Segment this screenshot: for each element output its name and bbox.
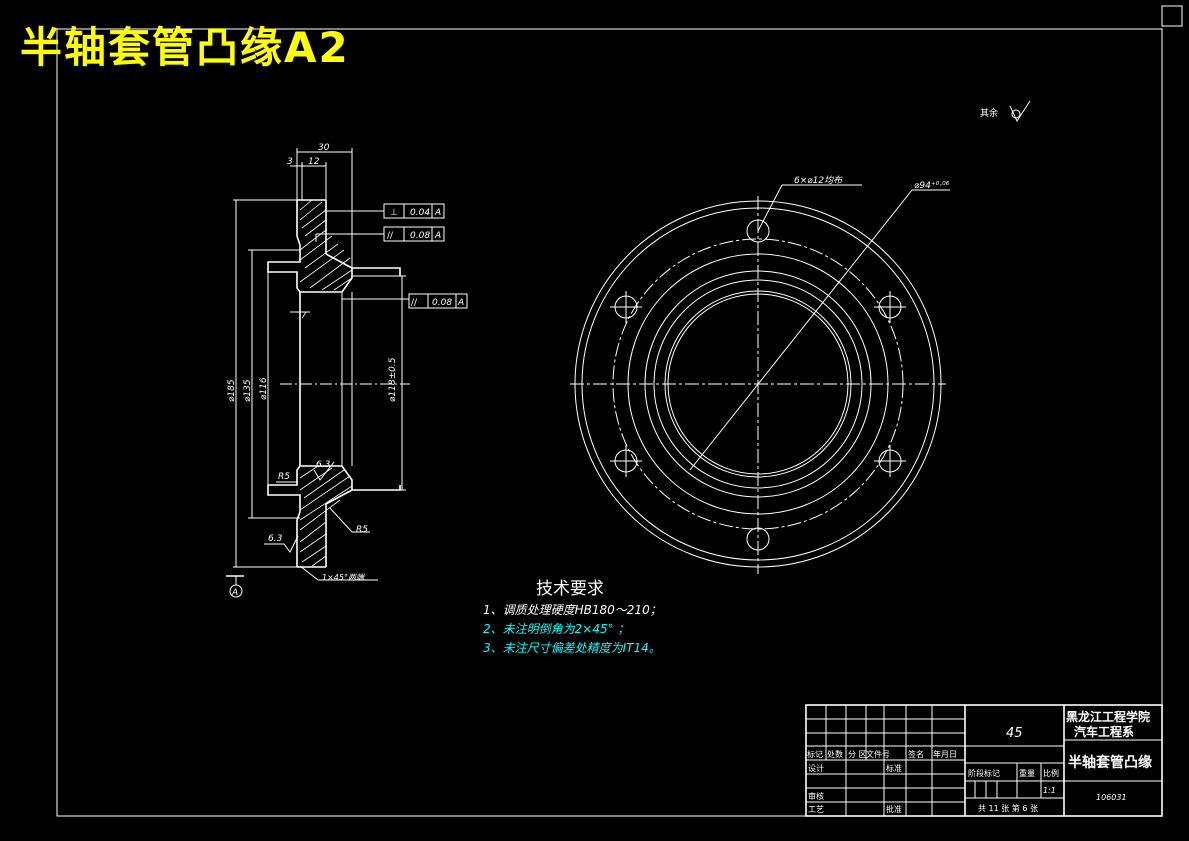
- dim-3: 3: [287, 157, 293, 167]
- svg-text:0.08: 0.08: [432, 298, 452, 308]
- svg-text:A: A: [457, 298, 464, 308]
- svg-text:重量: 重量: [1019, 768, 1035, 778]
- section-outline-bottom: [267, 465, 401, 567]
- hatch-top: [299, 199, 353, 291]
- roughness-tick-icon: [313, 461, 335, 481]
- dim-7: 7: [301, 311, 307, 321]
- svg-text:标准: 标准: [886, 763, 902, 773]
- drawing-title: 半轴套管凸缘A2: [20, 23, 350, 72]
- chamfer-note: 1×45°两端: [322, 573, 365, 582]
- dept-name: 汽车工程系: [1074, 724, 1134, 739]
- svg-text:阶段标记: 阶段标记: [968, 768, 1000, 778]
- roughness-note-label: 其余: [980, 107, 998, 119]
- svg-text:年月日: 年月日: [933, 749, 957, 759]
- svg-text:设计: 设计: [808, 763, 824, 773]
- svg-text:A: A: [434, 231, 441, 241]
- diameter-label: ⌀94⁺⁰·⁰⁶: [914, 181, 950, 191]
- svg-text:1:1: 1:1: [1043, 786, 1056, 795]
- tech-item-2: 2、未注明倒角为2×45° ；: [483, 622, 629, 636]
- section-view: 30 3 12 ⌀185 ⌀135 ⌀116 ⌀118±0.5 ⊥ 0.04 A: [226, 143, 468, 598]
- radius-r5-1: R5: [278, 472, 290, 482]
- svg-text:签名: 签名: [908, 749, 924, 759]
- roughness-note: 其余: [980, 100, 1031, 123]
- svg-text:批准: 批准: [886, 804, 902, 814]
- drawing-code: 106031: [1096, 793, 1127, 802]
- dim-12: 12: [308, 157, 320, 167]
- tech-heading: 技术要求: [536, 579, 604, 599]
- roughness-6-3-2: 6.3: [268, 534, 283, 544]
- svg-text:文件号: 文件号: [866, 749, 890, 759]
- datum-a-icon: [229, 584, 243, 598]
- dia-116: ⌀116: [259, 377, 269, 400]
- radius-r5-2: R5: [356, 525, 368, 535]
- roughness-6-3-1: 6.3: [316, 460, 331, 470]
- svg-text:标记: 标记: [807, 749, 823, 759]
- bolt-holes: [610, 219, 906, 551]
- tolerance-frame-1: ⊥ 0.04 A: [326, 203, 445, 219]
- svg-text:工艺: 工艺: [808, 805, 824, 814]
- svg-text:⊥: ⊥: [390, 208, 398, 218]
- svg-text:分 区: 分 区: [848, 750, 867, 759]
- part-name: 半轴套管凸缘: [1068, 754, 1152, 771]
- svg-text:A: A: [434, 208, 441, 218]
- tech-item-1: 1、调质处理硬度HB180～210；: [483, 603, 662, 617]
- svg-text://: //: [387, 231, 394, 241]
- tolerance-frame-2: // 0.08 A: [315, 226, 445, 242]
- hatch-bottom: [299, 465, 353, 567]
- svg-text:0.04: 0.04: [410, 208, 430, 218]
- svg-text:0.08: 0.08: [410, 231, 430, 241]
- svg-text:比例: 比例: [1043, 768, 1059, 778]
- roughness-tick-icon: [1009, 100, 1031, 123]
- section-outline-top: [267, 200, 401, 293]
- sheet-count: 共 11 张 第 6 张: [978, 803, 1038, 813]
- datum-a-label: A: [231, 588, 238, 598]
- svg-text://: //: [411, 298, 418, 308]
- dim-30: 30: [318, 143, 330, 153]
- dia-118: ⌀118±0.5: [388, 357, 398, 402]
- dia-185: ⌀185: [227, 379, 237, 402]
- school-name: 黑龙江工程学院: [1066, 709, 1150, 724]
- tech-requirements: 技术要求 1、调质处理硬度HB180～210； 2、未注明倒角为2×45° ； …: [483, 579, 662, 655]
- svg-text:处数: 处数: [827, 749, 843, 759]
- svg-text:审核: 审核: [808, 791, 824, 801]
- title-block: 45 黑龙江工程学院 汽车工程系 半轴套管凸缘 106031 标记 处数 分 区…: [805, 704, 1163, 817]
- dia-135: ⌀135: [243, 379, 253, 402]
- corner-box: [1161, 5, 1183, 27]
- tech-item-3: 3、未注尺寸偏差处精度为IT14。: [483, 641, 661, 655]
- material: 45: [1006, 726, 1023, 741]
- holes-label: 6×⌀12均布: [794, 175, 844, 186]
- front-view: 6×⌀12均布 ⌀94⁺⁰·⁰⁶: [570, 175, 950, 574]
- tolerance-frame-3: // 0.08 A: [341, 292, 468, 309]
- diameter-leader: [689, 189, 913, 471]
- roughness-tick-icon: [264, 535, 299, 553]
- inner-border: [56, 28, 1163, 817]
